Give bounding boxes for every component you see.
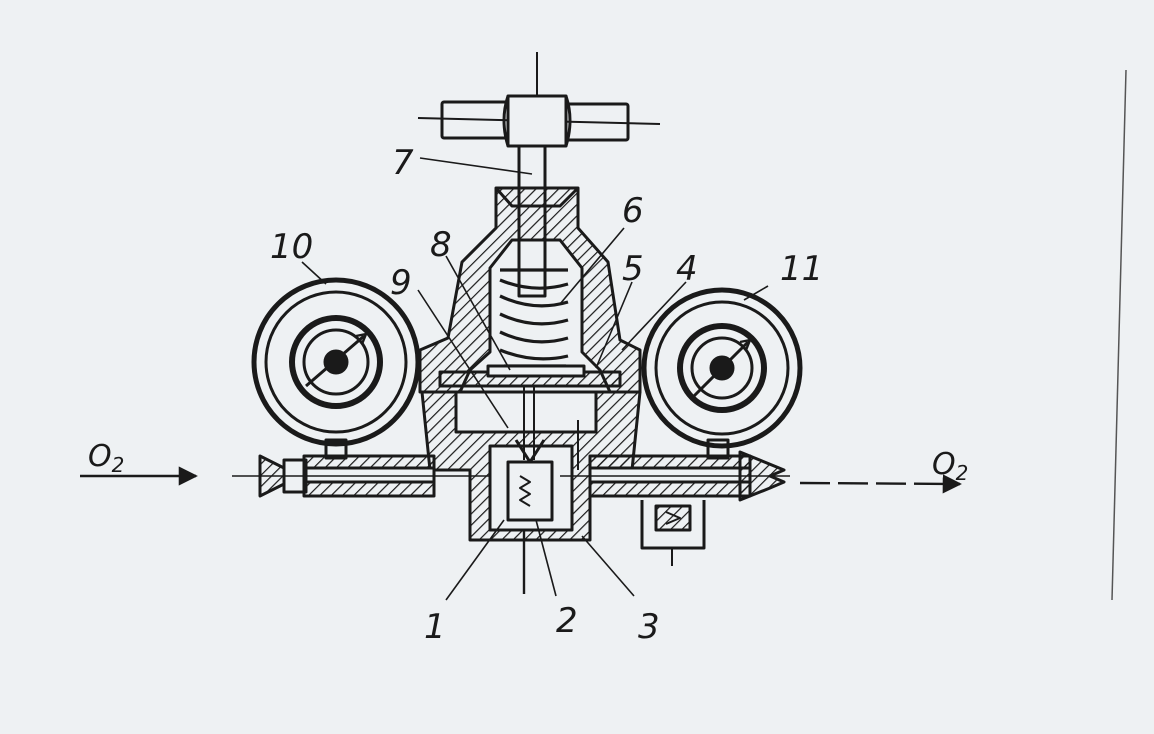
inlet-pipe: [232, 438, 490, 498]
callout-leaders: [301, 157, 769, 601]
callout-3: 3: [638, 607, 660, 647]
callout-1: 1: [424, 607, 446, 647]
callout-9: 9: [390, 263, 412, 303]
reducer-housing: [420, 386, 642, 594]
callout-2: 2: [556, 601, 578, 641]
outlet-pipe: [560, 438, 790, 566]
callout-11: 11: [780, 249, 823, 289]
diaphragm: [438, 364, 622, 388]
callout-5: 5: [622, 249, 644, 289]
callout-8: 8: [430, 225, 452, 265]
callout-10: 10: [270, 227, 313, 267]
callout-7: 7: [392, 143, 414, 183]
reducer-body: [232, 52, 803, 601]
callout-4: 4: [676, 249, 698, 289]
low-pressure-gauge: [641, 287, 803, 449]
outlet-label: O2: [932, 447, 968, 485]
paper-edge: [1111, 69, 1127, 601]
outlet-flow-arrow: [799, 474, 962, 494]
high-pressure-gauge: [251, 277, 421, 447]
bonnet: [418, 186, 642, 394]
callout-6: 6: [622, 191, 644, 231]
inlet-label: O2: [88, 439, 124, 477]
